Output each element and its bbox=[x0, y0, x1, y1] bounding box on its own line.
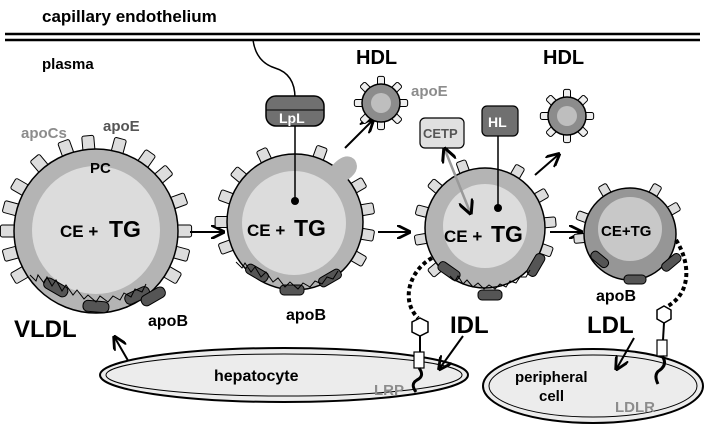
hepatocyte-label: hepatocyte bbox=[214, 368, 299, 385]
hdl-particle-1 bbox=[353, 75, 409, 131]
hdl-particle-2 bbox=[539, 88, 595, 144]
budding-surface bbox=[330, 156, 357, 182]
idl-core-ce: CE + bbox=[444, 227, 482, 246]
ldl-apob-cylinders bbox=[590, 250, 682, 285]
vldl-core-ce: CE + bbox=[60, 222, 98, 241]
ldl-particle bbox=[573, 183, 689, 308]
idl-particle bbox=[406, 159, 557, 320]
apoe-vldl-label: apoE bbox=[103, 118, 140, 135]
arrow-to-hdl-2 bbox=[534, 155, 558, 176]
lipolysis-particle bbox=[214, 145, 375, 296]
cetp-label: CETP bbox=[423, 126, 458, 141]
peripheral-cell-line2: cell bbox=[539, 388, 564, 405]
idl-core-tg: TG bbox=[491, 221, 523, 247]
apocs-label: apoCs bbox=[21, 125, 67, 142]
lpl-label: LpL bbox=[279, 110, 305, 126]
hdl-apoe-label: apoE bbox=[411, 83, 448, 100]
vldl-particle bbox=[0, 134, 193, 314]
plasma-label: plasma bbox=[42, 56, 94, 73]
lrp-label: LRP bbox=[374, 382, 404, 399]
vldl-label: VLDL bbox=[14, 316, 77, 343]
lipolysis-apob-zigzag bbox=[235, 261, 339, 290]
cetp-exchange-arrow bbox=[445, 150, 470, 212]
apob-label-3: apoB bbox=[596, 288, 636, 305]
idl-apob-zigzag bbox=[449, 269, 531, 290]
ldl-label: LDL bbox=[587, 312, 634, 339]
ldl-core-label: CE+TG bbox=[601, 223, 651, 240]
idl-apob-cylinders bbox=[437, 253, 546, 301]
arrow-hepatocyte-to-vldl bbox=[115, 338, 131, 365]
idl-label: IDL bbox=[450, 312, 489, 339]
hl-label: HL bbox=[488, 114, 507, 130]
hdl-1-label: HDL bbox=[356, 47, 397, 69]
peripheral-cell bbox=[482, 348, 704, 424]
ldlr-label: LDLR bbox=[615, 399, 655, 416]
vldl-core bbox=[32, 166, 160, 294]
lipolysis-core-ce: CE + bbox=[247, 221, 285, 240]
ldl-core bbox=[598, 197, 662, 261]
arrow-ldl-to-peripheral bbox=[617, 337, 635, 368]
ldlr-receptor bbox=[654, 305, 672, 385]
vldl-apob-cylinders bbox=[43, 277, 166, 314]
lipolysis-core-tg: TG bbox=[294, 215, 326, 241]
apob-label-2: apoB bbox=[286, 307, 326, 324]
lpl-anchor-line bbox=[252, 39, 296, 99]
ldl-beaded-chain bbox=[666, 238, 689, 308]
vldl-apob-zigzag bbox=[29, 273, 147, 303]
hdl-2-label: HDL bbox=[543, 47, 584, 69]
apob-label-1: apoB bbox=[148, 313, 188, 330]
vldl-core-tg: TG bbox=[109, 216, 141, 242]
peripheral-cell-line1: peripheral bbox=[515, 369, 588, 386]
arrow-to-hdl-1 bbox=[344, 121, 372, 149]
lrp-receptor bbox=[411, 317, 429, 393]
capillary-endothelium bbox=[5, 32, 700, 42]
hepatocyte-cell bbox=[99, 347, 469, 403]
capillary-endothelium-label: capillary endothelium bbox=[42, 7, 217, 26]
lipolysis-core bbox=[242, 171, 346, 275]
pc-label: PC bbox=[90, 160, 111, 177]
arrow-idl-to-hepatocyte bbox=[440, 335, 464, 368]
idl-beaded-chain bbox=[406, 256, 434, 320]
lpl-enzyme bbox=[265, 95, 325, 205]
hl-enzyme bbox=[481, 105, 519, 212]
